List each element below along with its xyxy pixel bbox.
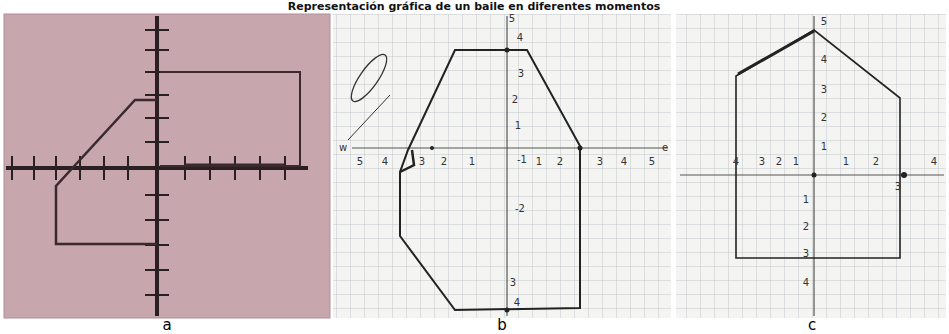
panel-letter: c xyxy=(808,318,816,333)
axis-number: 5 xyxy=(649,157,655,167)
axis-number: 3 xyxy=(419,157,425,167)
axis-number: 4 xyxy=(821,55,827,65)
axis-number: 4 xyxy=(382,157,388,167)
axis-number: 2 xyxy=(873,157,879,167)
axis-number: 2 xyxy=(512,95,518,105)
axis-number: 4 xyxy=(517,33,523,43)
axis-number: 4 xyxy=(931,157,937,167)
axis-number: 5 xyxy=(357,157,363,167)
axis-number: 2 xyxy=(776,157,782,167)
axis-number: 3 xyxy=(821,85,827,95)
axis-number: 1 xyxy=(536,157,542,167)
panel-letter: a xyxy=(162,318,171,333)
axis-number: -1 xyxy=(517,155,527,165)
panel-b-photo xyxy=(333,14,671,318)
axis-number: 3 xyxy=(895,182,901,192)
axis-number: 2 xyxy=(821,113,827,123)
axis-number: 2 xyxy=(557,157,563,167)
panel-letter: b xyxy=(497,318,507,333)
axis-number: w xyxy=(339,143,347,153)
axis-number: -2 xyxy=(515,204,525,214)
axis-number: 4 xyxy=(733,157,739,167)
axis-number: 1 xyxy=(469,157,475,167)
axis-number: 2 xyxy=(441,157,447,167)
panel-c-photo xyxy=(676,14,946,318)
axis-number: 5 xyxy=(821,17,827,27)
axis-number: 3 xyxy=(518,69,524,79)
axis-number: 3 xyxy=(597,157,603,167)
axis-number: 2 xyxy=(803,222,809,232)
axis-number: 1 xyxy=(821,142,827,152)
axis-number: 1 xyxy=(803,195,809,205)
figure-title: Representación gráfica de un baile en di… xyxy=(288,1,661,12)
axis-number: 4 xyxy=(621,157,627,167)
axis-number: 3 xyxy=(803,249,809,259)
axis-number: 3 xyxy=(510,278,516,288)
axis-number: 1 xyxy=(793,157,799,167)
axis-number: 4 xyxy=(514,298,520,308)
axis-number: 1 xyxy=(515,121,521,131)
axis-number: 4 xyxy=(803,278,809,288)
axis-number: 5 xyxy=(509,14,515,24)
panel-a-photo xyxy=(4,14,330,318)
axis-number: e xyxy=(662,143,668,153)
axis-number: 3 xyxy=(759,157,765,167)
axis-number: 1 xyxy=(843,157,849,167)
